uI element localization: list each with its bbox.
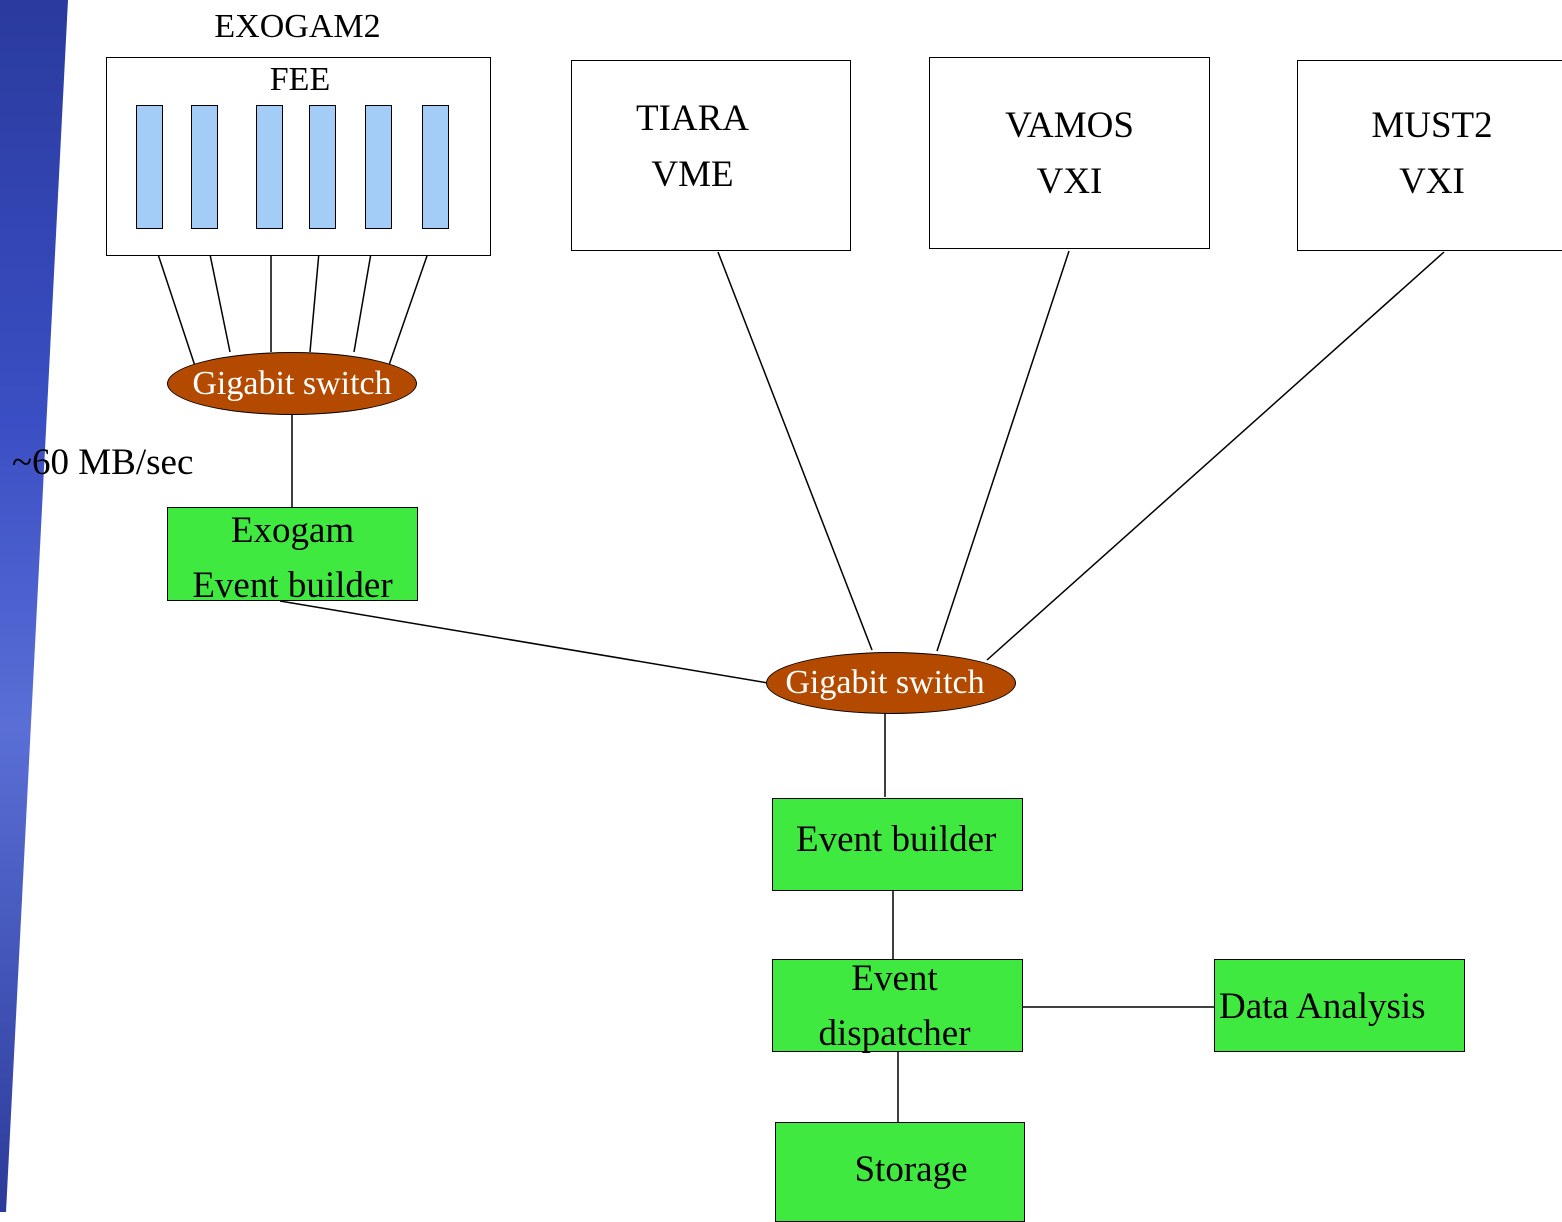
fee-channel [309, 105, 336, 229]
event-dispatcher-line2: dispatcher [818, 1013, 971, 1054]
detector-line2: VME [651, 154, 734, 195]
exogam-event-builder-line2: Event builder [192, 565, 393, 606]
exogam-title: EXOGAM2 [214, 8, 381, 45]
vamos-link [936, 250, 1070, 652]
must2-vxi-box [1297, 60, 1562, 251]
exogam-gigabit-switch [167, 352, 417, 415]
data-analysis-box [1214, 959, 1465, 1052]
main-switch-label: Gigabit switch [785, 664, 985, 701]
detector-line1: VAMOS [1005, 105, 1134, 146]
detector-line2: VXI [1036, 161, 1103, 202]
fee-label: FEE [269, 61, 331, 98]
fee-channel [365, 105, 392, 229]
main-gigabit-switch [766, 652, 1016, 714]
fee-channel [136, 105, 163, 229]
storage-label: Storage [854, 1149, 968, 1190]
data-rate-label: ~60 MB/sec [12, 442, 194, 483]
fee-channel [422, 105, 449, 229]
data-analysis-label: Data Analysis [1219, 986, 1426, 1027]
exogam-builder-to-main-switch [279, 600, 769, 684]
must2-link [986, 251, 1445, 661]
event-builder-box [772, 798, 1023, 891]
exogam-switch-label: Gigabit switch [192, 365, 392, 402]
fee-channel [256, 105, 283, 229]
event-dispatcher-line1: Event [851, 958, 938, 999]
exogam-event-builder-box [167, 507, 418, 601]
detector-line1: TIARA [635, 98, 750, 139]
vamos-vxi-box [929, 57, 1210, 249]
fee-channel [191, 105, 218, 229]
tiara-vme-box [571, 60, 851, 251]
tiara-link [717, 251, 873, 651]
detector-line1: MUST2 [1371, 105, 1493, 146]
detector-line2: VXI [1399, 161, 1465, 202]
storage-box [775, 1122, 1025, 1222]
exogam-event-builder-line1: Exogam [230, 510, 355, 551]
event-dispatcher-box [772, 959, 1023, 1052]
event-builder-label: Event builder [796, 819, 997, 860]
